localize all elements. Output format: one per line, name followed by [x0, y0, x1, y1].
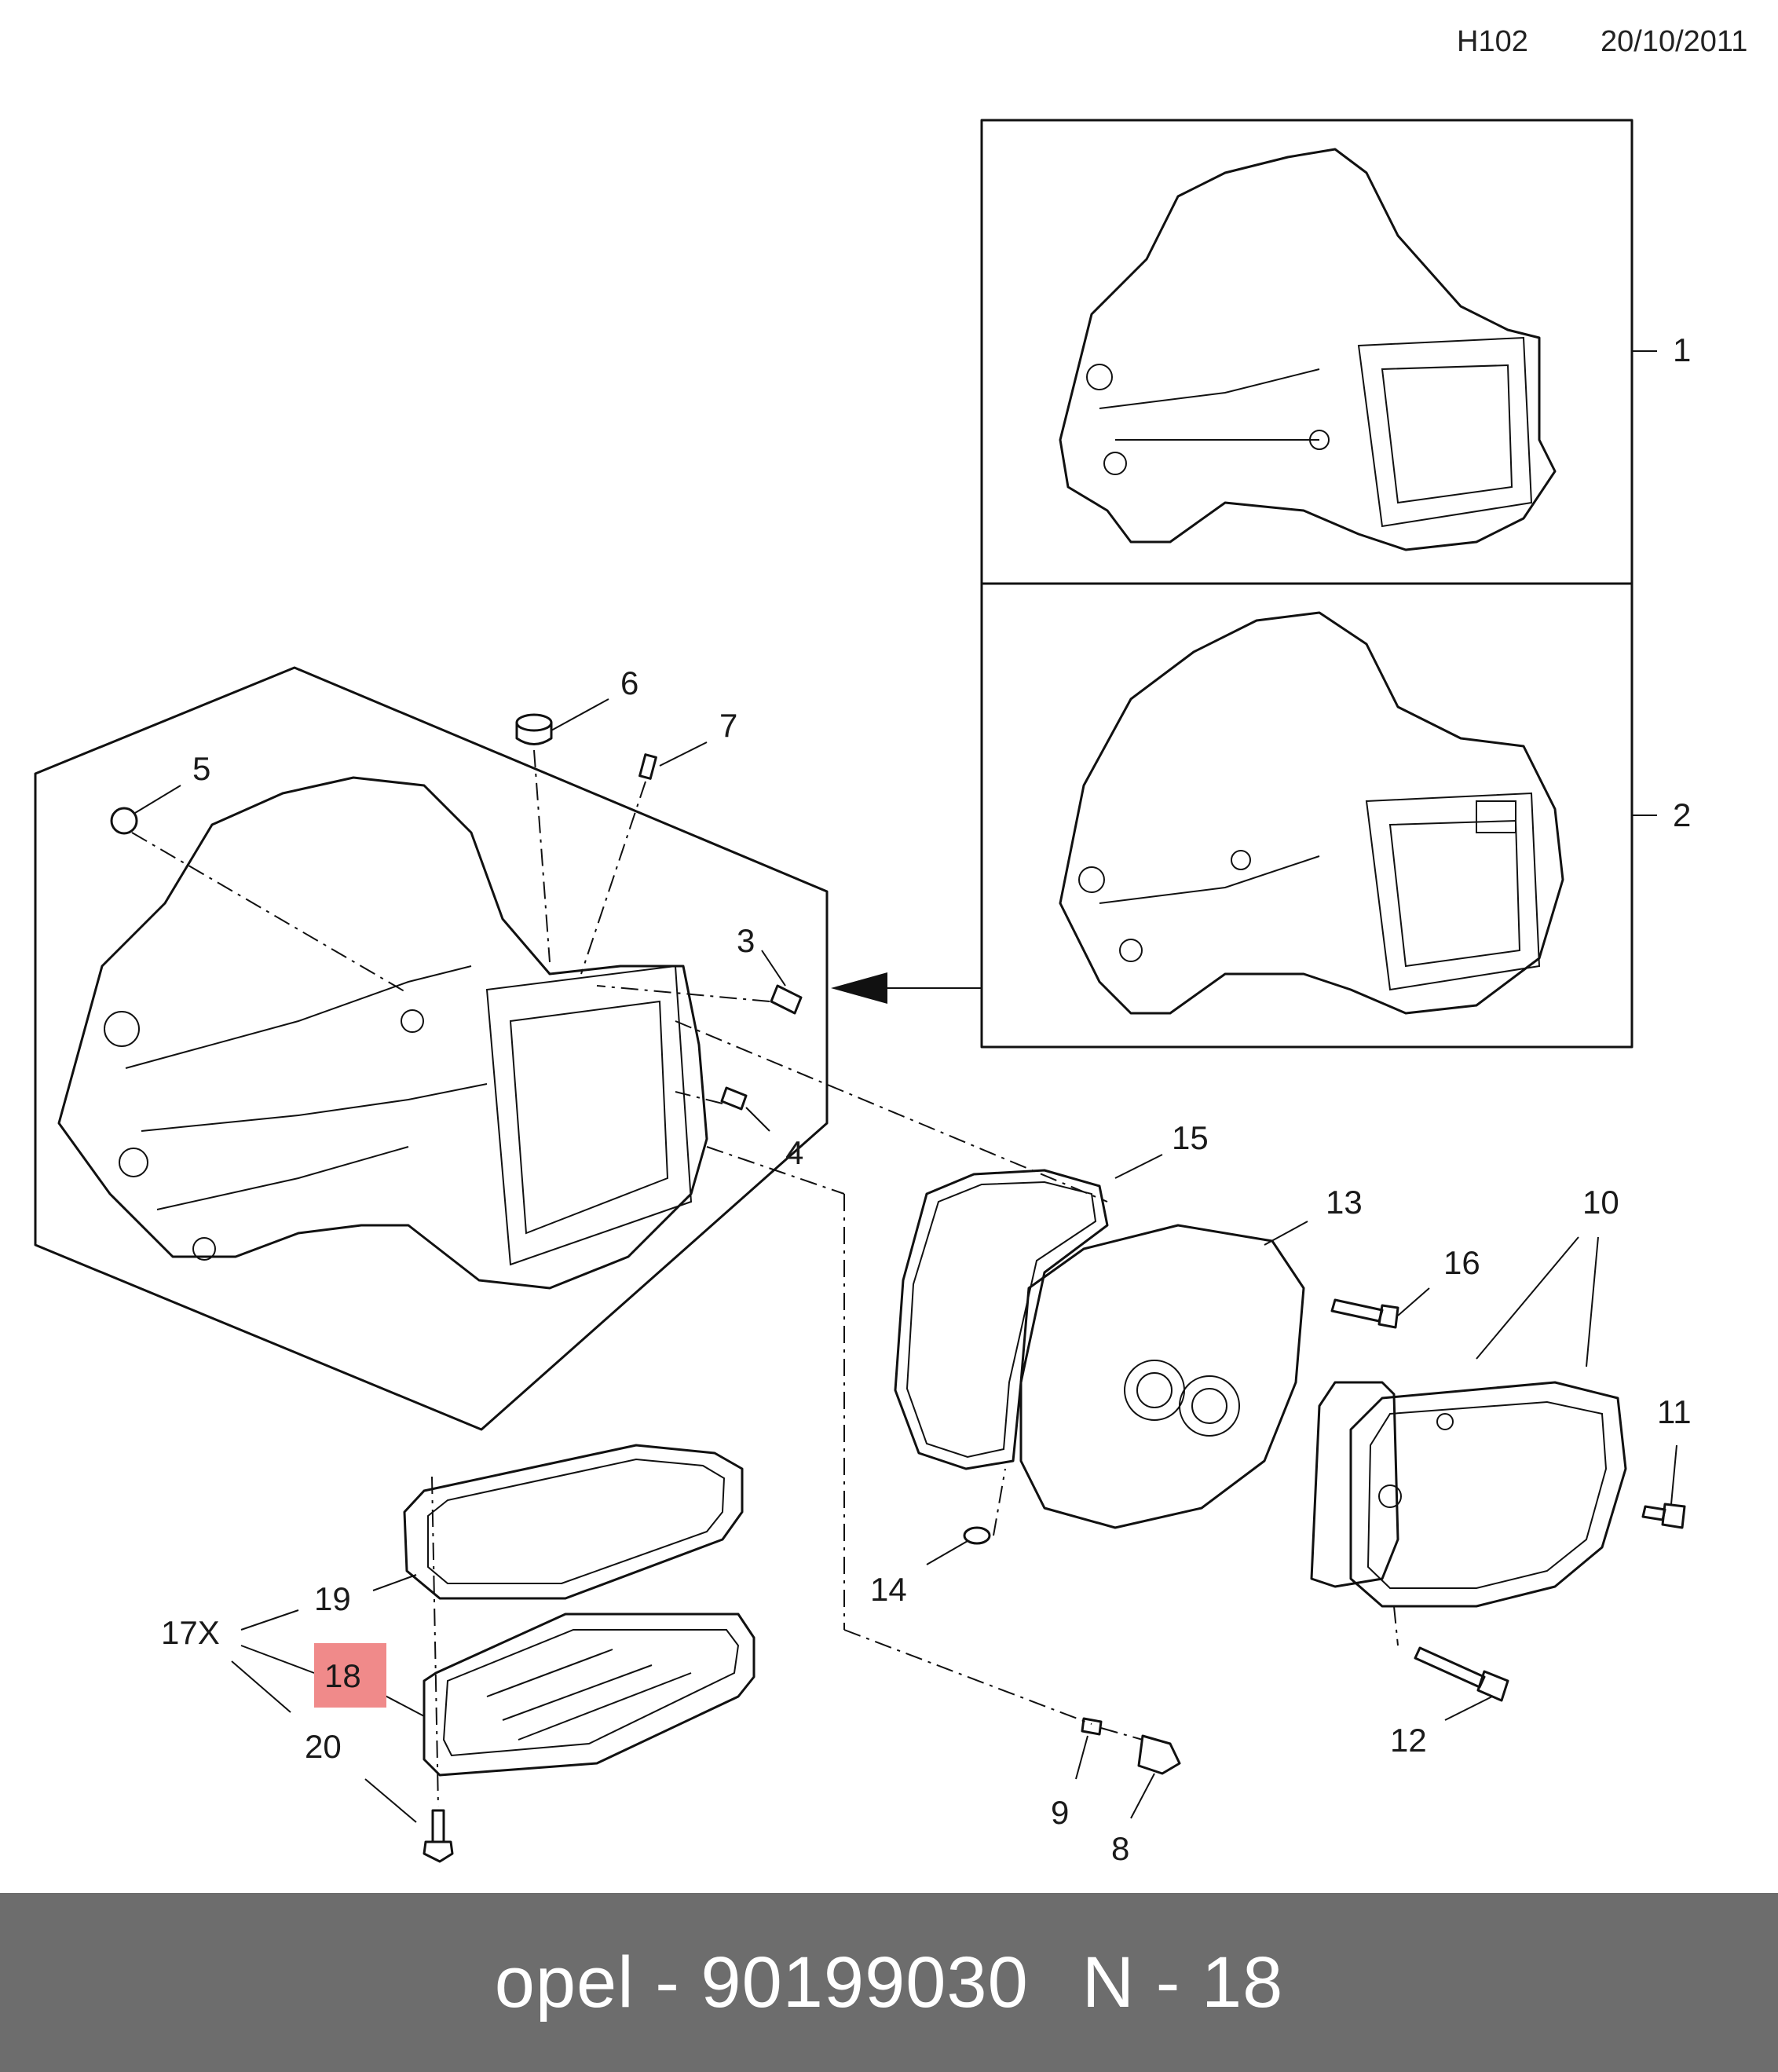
exploded-parts-diagram: 1 2 3 4 5 6 7 8 9 10 11 12 13 14 15 16 1…	[34, 119, 1692, 1867]
part-11-bolt	[1641, 1444, 1686, 1529]
part-4-dowel	[675, 1086, 770, 1132]
pointer-arrow	[831, 972, 887, 1004]
callout-9: 9	[1051, 1794, 1069, 1831]
callout-6: 6	[620, 664, 638, 701]
callout-5: 5	[192, 750, 210, 787]
callout-17x: 17X	[161, 1614, 220, 1651]
part-20-bolt	[364, 1476, 454, 1863]
footer-reference: N - 18	[1081, 1942, 1284, 2023]
variant-box-2	[980, 582, 1633, 1049]
part-7-pin	[580, 741, 708, 975]
callout-11: 11	[1657, 1393, 1692, 1430]
transmission-housing-variant-1	[1059, 148, 1557, 551]
part-9-dowel	[1075, 1717, 1143, 1780]
callout-3: 3	[737, 922, 755, 959]
callout-14: 14	[870, 1571, 907, 1608]
diagram-date: 20/10/2011	[1601, 25, 1748, 58]
part-15-gasket	[894, 1154, 1163, 1470]
part-19-pan-gasket	[372, 1444, 744, 1600]
part-6-plug	[515, 698, 609, 963]
part-3-dowel	[596, 950, 803, 1015]
main-transmission-housing	[57, 776, 708, 1290]
part-14-plug	[926, 1468, 1006, 1565]
variant-box-1	[980, 119, 1633, 585]
callout-1: 1	[1673, 331, 1691, 368]
callout-8: 8	[1111, 1830, 1129, 1867]
part-18-oil-pan	[379, 1613, 755, 1777]
transmission-housing-variant-2	[1059, 611, 1564, 1015]
footer-bar: opel - 90199030 N - 18	[0, 1893, 1778, 2072]
callout-4: 4	[785, 1134, 803, 1171]
diagram-code: H102	[1457, 25, 1528, 58]
callout-20: 20	[305, 1728, 342, 1765]
highlight-box-18	[314, 1643, 386, 1708]
main-assembly-frame	[34, 666, 829, 1431]
part-5-screw	[110, 785, 409, 994]
callout-19: 19	[314, 1580, 351, 1617]
callout-10: 10	[1582, 1184, 1619, 1221]
part-13-end-housing	[1019, 1221, 1308, 1529]
callout-2: 2	[1673, 796, 1691, 833]
callout-7: 7	[719, 707, 737, 744]
part-8-drain-plug	[1130, 1734, 1181, 1819]
callout-13: 13	[1326, 1184, 1363, 1221]
callout-18: 18	[324, 1657, 361, 1694]
callout-12: 12	[1390, 1722, 1427, 1759]
callout-15: 15	[1172, 1119, 1209, 1156]
part-12-bolt	[1393, 1605, 1509, 1721]
footer-part-number: opel - 90199030	[494, 1942, 1029, 2023]
part-16-bolt	[1330, 1287, 1430, 1329]
part-10-cover-and-seal	[1310, 1236, 1627, 1608]
callout-16: 16	[1443, 1244, 1480, 1281]
